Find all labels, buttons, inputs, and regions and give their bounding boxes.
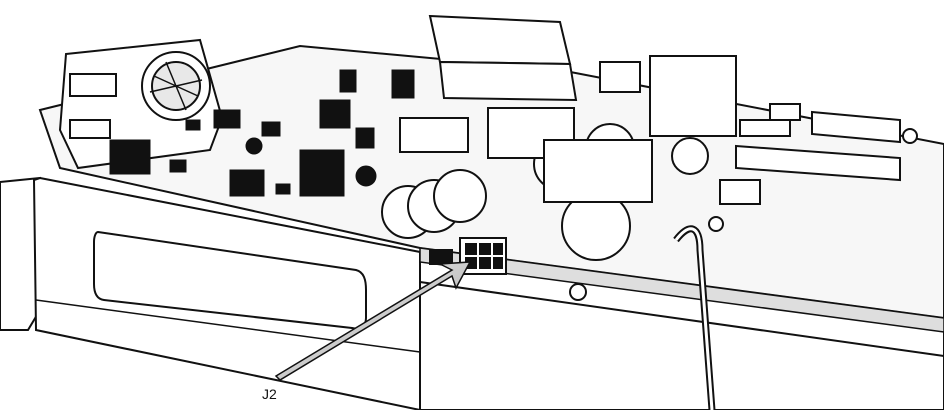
component-cluster — [109, 69, 415, 197]
callout-label-j2: J2 — [262, 386, 277, 402]
j2-connector — [429, 237, 507, 275]
cooling-fan — [58, 38, 224, 170]
front-panel-slot — [93, 230, 367, 330]
white-components — [381, 14, 901, 261]
callout-arrow — [274, 261, 472, 381]
mounting-screws — [569, 128, 918, 301]
